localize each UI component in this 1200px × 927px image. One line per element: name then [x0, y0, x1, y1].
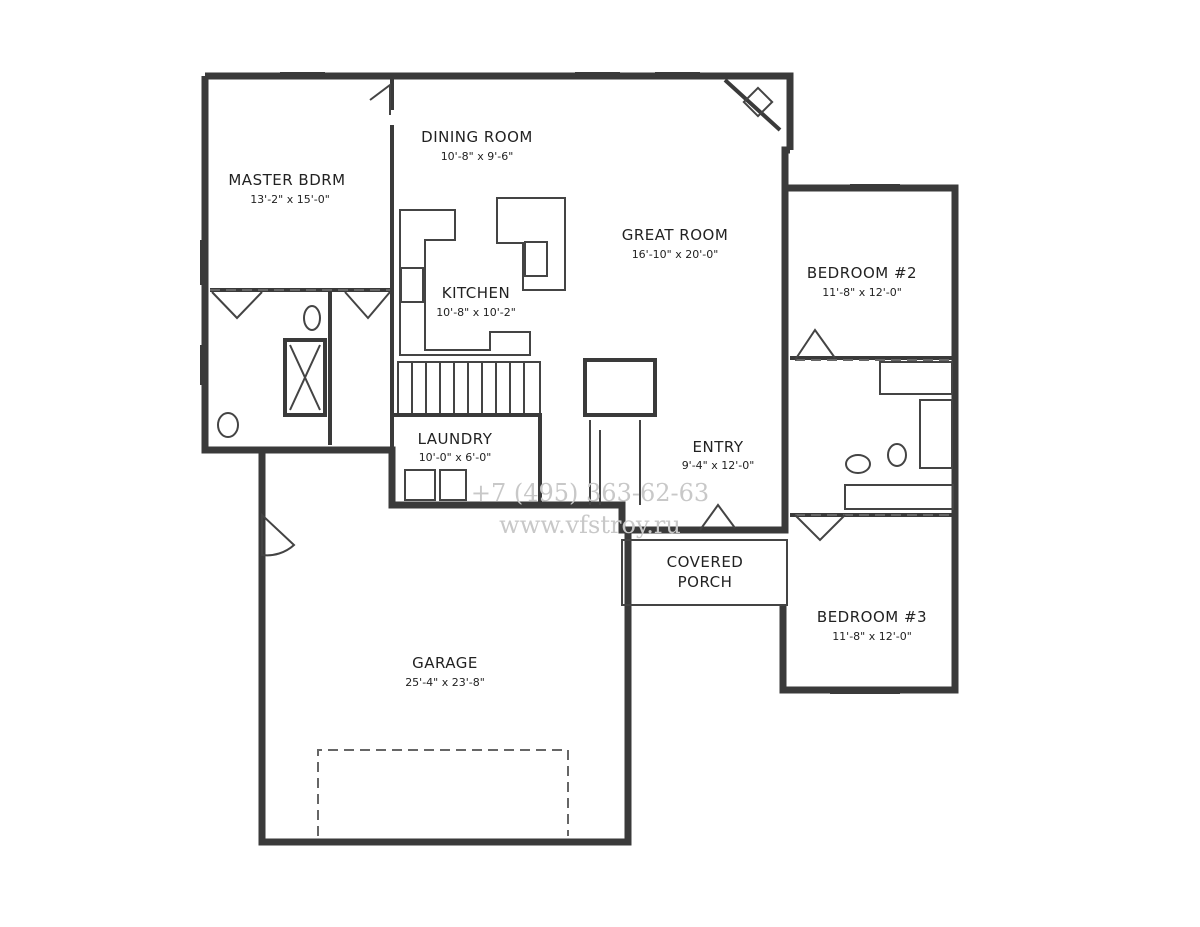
great-room-size: 16'-10" x 20'-0" [632, 248, 719, 261]
bedroom-3-size: 11'-8" x 12'-0" [832, 630, 912, 643]
master-bedroom-label: MASTER BDRM [228, 171, 345, 189]
garage-label: GARAGE [412, 654, 478, 672]
great-room-label: GREAT ROOM [622, 226, 729, 244]
porch-label-line1: COVERED [667, 553, 744, 571]
bedroom-2-size: 11'-8" x 12'-0" [822, 286, 902, 299]
entry-label: ENTRY [693, 438, 744, 456]
watermark: +7 (495) 363-62-63 www.vfstroy.ru [471, 479, 709, 539]
garage-size: 25'-4" x 23'-8" [405, 676, 485, 689]
walls [200, 72, 959, 846]
watermark-url: www.vfstroy.ru [499, 511, 681, 539]
bedroom-2-label: BEDROOM #2 [807, 264, 917, 282]
watermark-phone: +7 (495) 363-62-63 [471, 479, 709, 507]
master-bedroom-size: 13'-2" x 15'-0" [250, 193, 330, 206]
room-labels: DINING ROOM 10'-8" x 9'-6" MASTER BDRM 1… [228, 128, 927, 689]
stair-treads [411, 362, 525, 414]
bedroom-3-label: BEDROOM #3 [817, 608, 927, 626]
dining-room-label: DINING ROOM [421, 128, 533, 146]
laundry-size: 10'-0" x 6'-0" [419, 451, 492, 464]
laundry-label: LAUNDRY [418, 430, 493, 448]
kitchen-label: KITCHEN [442, 284, 511, 302]
kitchen-size: 10'-8" x 10'-2" [436, 306, 516, 319]
dining-room-size: 10'-8" x 9'-6" [441, 150, 514, 163]
porch-label-line2: PORCH [678, 573, 733, 591]
entry-size: 9'-4" x 12'-0" [682, 459, 755, 472]
